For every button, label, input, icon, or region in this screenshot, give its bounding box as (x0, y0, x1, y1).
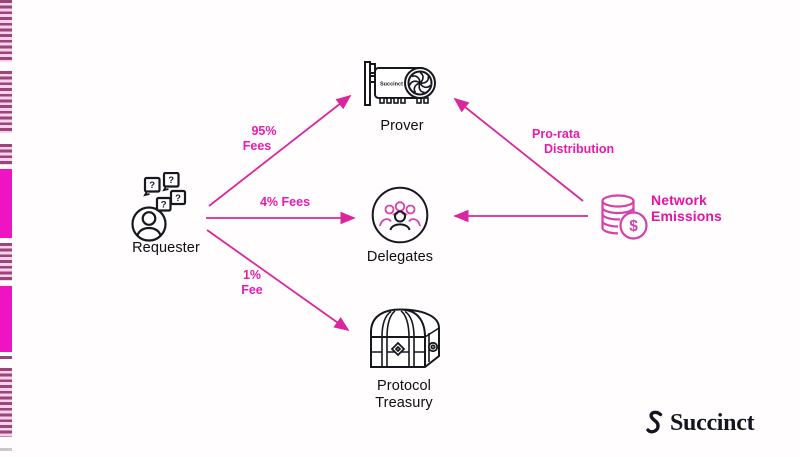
requester-label: Requester (132, 240, 200, 256)
arrow-requester-to-treasury (206, 229, 350, 332)
barcode-stripe-segment (0, 71, 12, 133)
delegates-icon (371, 186, 429, 244)
question-mark: ? (149, 180, 155, 191)
arrow-emissions-to-prover (453, 97, 584, 202)
pro-rata-line2: Distribution (544, 141, 615, 156)
treasure-chest-icon (370, 308, 440, 368)
question-mark: ? (168, 175, 174, 186)
barcode-single-stripe (0, 356, 12, 359)
barcode-stripe-segment (0, 368, 12, 437)
barcode-end-stripe (0, 448, 12, 451)
delegates-label: Delegates (366, 249, 434, 265)
fees-95-line2: Fees (242, 138, 272, 153)
fees-4-label: 4% Fees (259, 195, 311, 209)
network-emissions-line1: Network (651, 192, 707, 208)
question-mark: ? (175, 193, 181, 204)
network-emissions-label: Network Emissions (651, 192, 722, 224)
barcode-solid-block (0, 169, 12, 238)
fee-1-label: 1% Fee (226, 268, 278, 297)
network-emissions-line2: Emissions (651, 207, 722, 224)
succinct-logo: Succinct (645, 409, 755, 437)
gpu-icon: Succinct (364, 61, 436, 106)
barcode-stripe-segment (0, 243, 12, 281)
coin-symbol: $ (629, 218, 638, 235)
succinct-logo-text: Succinct (670, 409, 755, 436)
arrow-requester-to-prover (208, 94, 352, 207)
barcode-stripe-segment (0, 144, 12, 165)
coins-icon: $ (601, 194, 648, 240)
fee-1-line2: Fee (241, 282, 263, 297)
pro-rata-label: Pro-rata Distribution (532, 127, 642, 156)
treasury-label-line1: Protocol (377, 378, 431, 394)
fees-95-label: 95% Fees (228, 124, 300, 153)
pro-rata-line1: Pro-rata (532, 127, 580, 141)
prover-label: Prover (380, 118, 424, 134)
gpu-chip-label: Succinct (380, 82, 403, 88)
treasury-label-line2: Treasury (375, 394, 433, 411)
barcode-solid-block (0, 286, 12, 352)
fee-1-line1: 1% (242, 268, 262, 282)
treasury-label: Protocol Treasury (353, 378, 455, 411)
barcode-stripe-segment (0, 0, 12, 62)
requester-icon: ? ? ? ? (131, 172, 187, 242)
question-mark: ? (161, 200, 167, 211)
succinct-s-glyph-icon (646, 410, 663, 434)
fees-95-line1: 95% (251, 124, 277, 138)
